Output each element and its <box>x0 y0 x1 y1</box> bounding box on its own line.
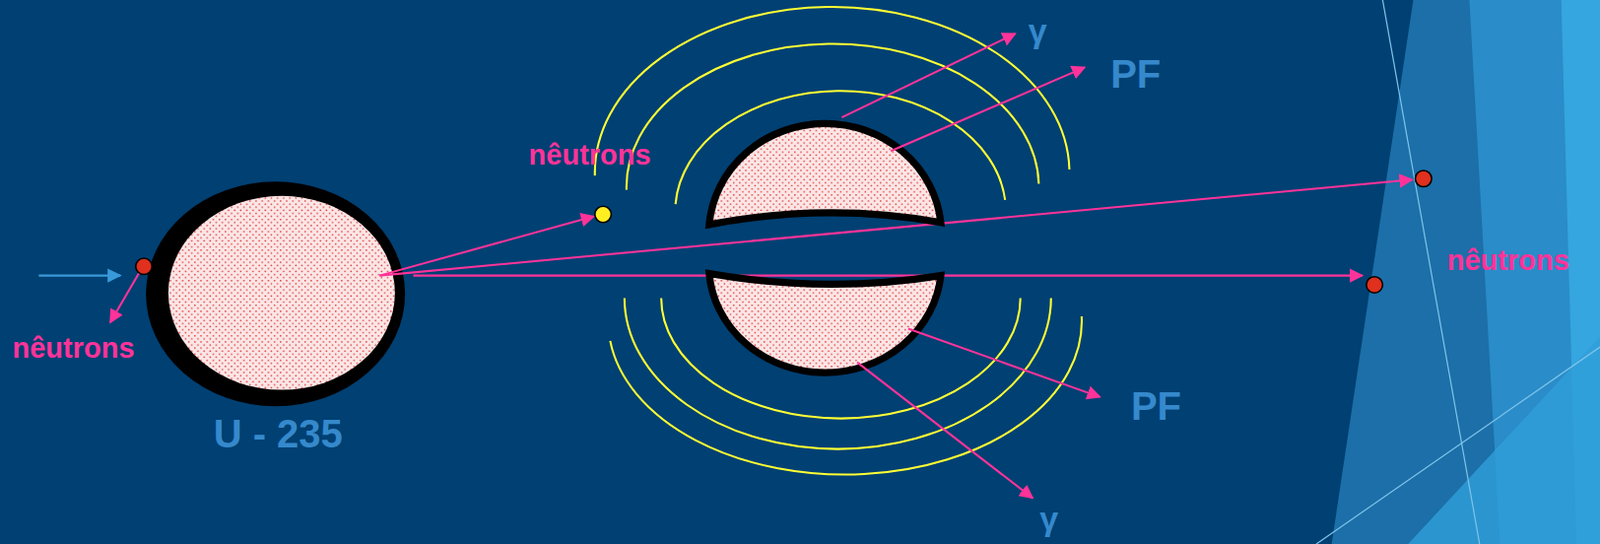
incoming-arrow <box>38 274 121 277</box>
gamma-label: γ <box>1039 501 1059 535</box>
neutron-label: nêutrons <box>529 140 652 170</box>
nucleus-node: U - 235 <box>142 175 413 454</box>
neutron-path <box>412 274 1362 277</box>
radiation-arcs <box>595 6 1082 475</box>
fission-fragment <box>709 123 941 224</box>
neutron-label: nêutrons <box>12 333 135 363</box>
fragment-label: PF <box>1131 386 1182 426</box>
neutron-path <box>379 216 595 276</box>
fragment-arrow <box>890 66 1085 151</box>
gamma-arrow <box>857 362 1033 499</box>
decor-band <box>1407 336 1600 544</box>
leader-arrow <box>110 273 139 324</box>
gamma-arrow <box>841 33 1015 118</box>
fragment-label: PF <box>1110 54 1161 94</box>
neutron <box>595 205 612 223</box>
gamma-label: γ <box>1028 13 1048 48</box>
neutron <box>135 258 153 275</box>
fragment-arrow <box>908 328 1101 397</box>
nucleus-label: U - 235 <box>142 413 413 454</box>
neutron <box>1366 276 1384 294</box>
neutron <box>1415 170 1433 188</box>
decor-band <box>1332 0 1600 544</box>
neutron-label: nêutrons <box>1447 246 1570 275</box>
uranium-nucleus <box>145 181 405 406</box>
fission-fragment <box>709 273 941 374</box>
decor-line <box>1316 346 1600 544</box>
uranium-nucleus-core <box>168 196 396 391</box>
